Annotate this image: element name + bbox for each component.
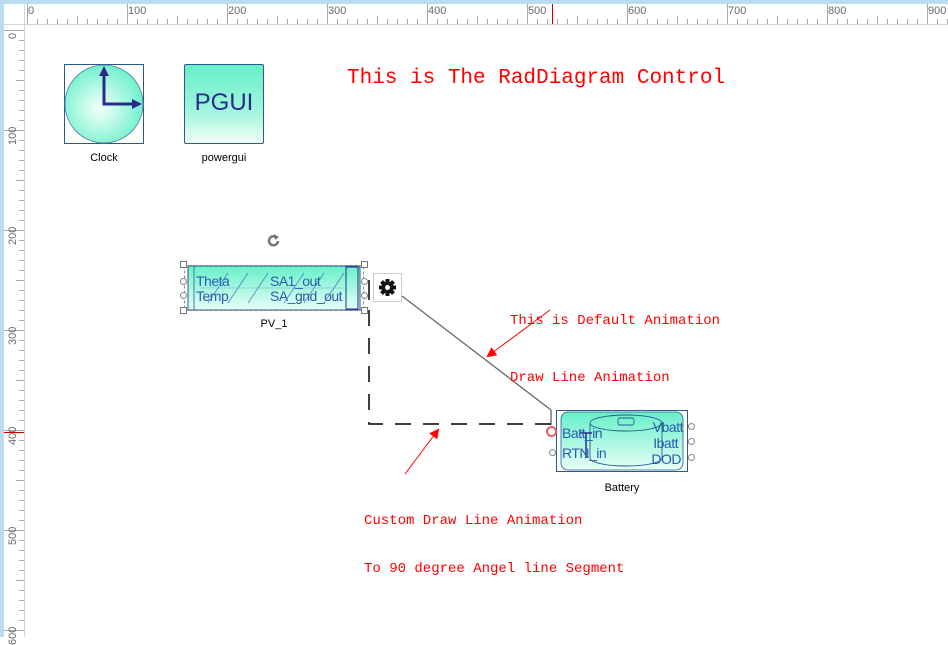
ruler-label: 200 — [7, 226, 19, 245]
battery-output-vbatt: Vbatt — [652, 419, 684, 435]
resize-handle-bottom-right[interactable] — [361, 307, 368, 314]
annotation-line: Custom Draw Line Animation — [364, 513, 583, 529]
pv-output-sa1-out: SA1_out — [270, 273, 321, 289]
pv-input-temp: Temp — [196, 288, 229, 304]
battery-input-batt-in: Batt_in — [562, 425, 603, 441]
pv-connector-sa-gnd-out[interactable] — [361, 292, 368, 299]
pv-shape[interactable]: Theta Temp SA1_out SA_gnd_out — [184, 265, 364, 311]
custom-animation-annotation: Custom Draw Line Animation To 90 degree … — [364, 481, 624, 593]
battery-output-ibatt: Ibatt — [653, 435, 678, 451]
battery-connector-batt-in-active[interactable] — [546, 426, 557, 437]
ruler-label: 400 — [428, 5, 447, 17]
ruler-label: 0 — [7, 32, 19, 39]
battery-output-dod: DOD — [651, 451, 681, 467]
battery-shape[interactable]: Batt_in RTN_in Vbatt Ibatt DOD — [556, 410, 688, 472]
powergui-text: PGUI — [194, 89, 254, 116]
battery-connector-vbatt[interactable] — [688, 423, 695, 430]
ruler-corner — [4, 4, 25, 25]
horizontal-cursor-marker — [552, 4, 553, 24]
window-frame-left — [0, 0, 4, 637]
default-animation-annotation: This is Default Animation Draw Line Anim… — [510, 274, 720, 407]
ruler-label: 800 — [828, 5, 847, 17]
clock-icon — [64, 64, 144, 144]
ruler-label: 300 — [328, 5, 347, 17]
resize-handle-top-left[interactable] — [180, 261, 187, 268]
gear-icon — [379, 279, 396, 296]
resize-handle-bottom-left[interactable] — [180, 307, 187, 314]
window-frame-top — [0, 0, 948, 4]
battery-connector-ibatt[interactable] — [688, 438, 695, 445]
battery-input-rtn-in: RTN_in — [562, 445, 607, 461]
pv-shape-graphic — [184, 265, 364, 311]
annotation-line: Draw Line Animation — [510, 370, 670, 386]
vertical-ruler-ticks — [4, 30, 24, 631]
ruler-label: 0 — [28, 5, 35, 17]
clock-label: Clock — [90, 152, 118, 164]
ruler-label: 300 — [7, 326, 19, 345]
ruler-label: 100 — [7, 126, 19, 145]
pv-connector-sa1-out[interactable] — [361, 278, 368, 285]
title-annotation: This is The RadDiagram Control — [347, 67, 726, 90]
horizontal-ruler-ticks — [27, 4, 948, 24]
rotate-icon[interactable] — [267, 234, 281, 248]
battery-shape-graphic — [556, 410, 688, 472]
powergui-label: powergui — [201, 152, 247, 164]
pv-label: PV_1 — [260, 318, 288, 330]
ruler-label: 400 — [7, 426, 19, 445]
custom-annotation-arrow — [404, 428, 440, 475]
pv-connector-temp[interactable] — [180, 292, 187, 299]
pv-input-theta: Theta — [196, 273, 230, 289]
battery-connector-rtn-in[interactable] — [549, 449, 556, 456]
ruler-label: 500 — [528, 5, 547, 17]
annotation-line: This is Default Animation — [510, 313, 721, 329]
ruler-label: 700 — [728, 5, 747, 17]
ruler-label: 900 — [928, 5, 947, 17]
ruler-label: 500 — [7, 526, 19, 545]
ruler-label: 600 — [7, 626, 19, 645]
annotation-line: To 90 degree Angel line Segment — [364, 561, 625, 577]
battery-label: Battery — [604, 482, 640, 494]
clock-shape[interactable] — [64, 64, 144, 144]
pv-output-sa-gnd-out: SA_gnd_out — [270, 288, 343, 304]
ruler-label: 100 — [128, 5, 147, 17]
resize-handle-top-right[interactable] — [361, 261, 368, 268]
ruler-label: 200 — [228, 5, 247, 17]
horizontal-ruler: 0 100 200 300 400 500 600 700 800 900 — [25, 4, 948, 25]
battery-connector-dod[interactable] — [688, 454, 695, 461]
ruler-label: 600 — [628, 5, 647, 17]
vertical-ruler: 0 100 200 300 400 500 600 — [4, 25, 25, 645]
powergui-shape[interactable]: PGUI — [184, 64, 264, 144]
pv-connector-theta[interactable] — [180, 278, 187, 285]
vertical-cursor-marker — [4, 432, 24, 433]
settings-button[interactable] — [373, 273, 402, 302]
